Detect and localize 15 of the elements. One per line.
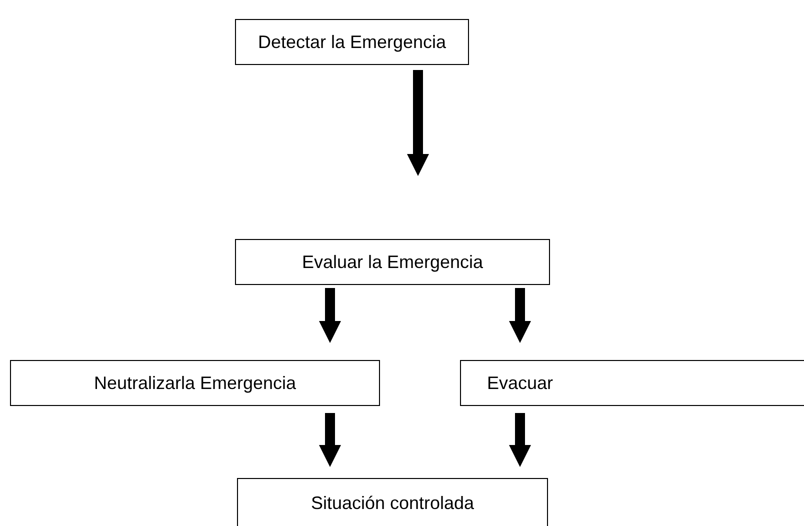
process-box	[237, 478, 548, 526]
box-label: Situación controlada	[310, 492, 474, 514]
process-box	[460, 360, 804, 406]
box-label: Evaluar la Emergencia	[302, 252, 484, 272]
process-box	[235, 19, 469, 65]
box-label: Detectar la Emergencia	[258, 32, 446, 52]
arrow	[509, 413, 531, 467]
box-label: Neutralizarla Emergencia	[94, 372, 296, 394]
arrow	[319, 288, 341, 343]
box-label: Evacuar	[486, 372, 554, 394]
arrow	[509, 288, 531, 343]
process-box	[235, 239, 550, 285]
process-box	[10, 360, 380, 406]
arrow	[407, 70, 429, 176]
arrow	[319, 413, 341, 467]
